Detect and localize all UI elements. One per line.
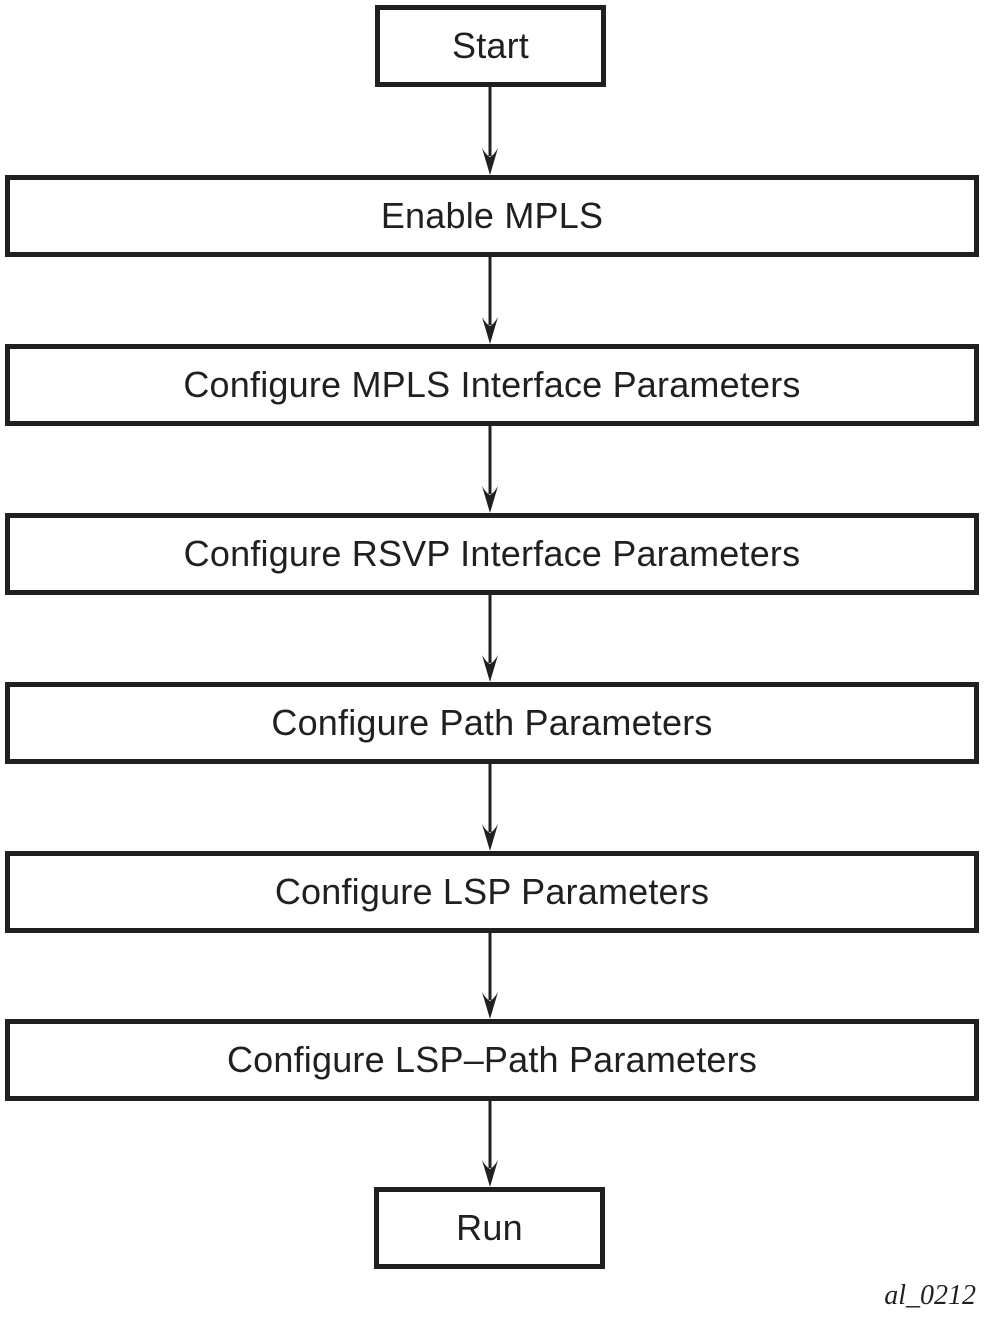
flow-node-enable-mpls: Enable MPLS [5, 175, 979, 257]
arrow-down-icon [482, 930, 498, 1019]
flow-node-lsp-params: Configure LSP Parameters [5, 851, 979, 933]
flow-node-start: Start [375, 5, 606, 87]
flow-node-label: Configure LSP Parameters [274, 871, 710, 912]
flow-node-label: Configure MPLS Interface Parameters [183, 364, 801, 405]
arrow-down-icon [482, 593, 498, 682]
arrow-down-icon [482, 86, 498, 175]
flow-node-label: Configure LSP–Path Parameters [226, 1039, 758, 1080]
flow-node-label: Start [451, 25, 530, 66]
flow-node-label: Run [456, 1207, 523, 1248]
arrow-down-icon [482, 255, 498, 344]
flow-node-label: Configure Path Parameters [271, 702, 713, 743]
arrow-down-icon [482, 424, 498, 513]
flow-node-label: Configure RSVP Interface Parameters [183, 533, 801, 574]
flow-node-rsvp-interface-params: Configure RSVP Interface Parameters [5, 513, 979, 595]
flow-node-run: Run [374, 1187, 605, 1269]
flow-node-lsp-path-params: Configure LSP–Path Parameters [5, 1019, 979, 1101]
flow-node-mpls-interface-params: Configure MPLS Interface Parameters [5, 344, 979, 426]
arrow-down-icon [482, 762, 498, 851]
flow-node-path-params: Configure Path Parameters [5, 682, 979, 764]
flow-node-label: Enable MPLS [380, 195, 604, 236]
arrow-down-icon [482, 1098, 498, 1187]
figure-id-caption: al_0212 [884, 1280, 976, 1311]
